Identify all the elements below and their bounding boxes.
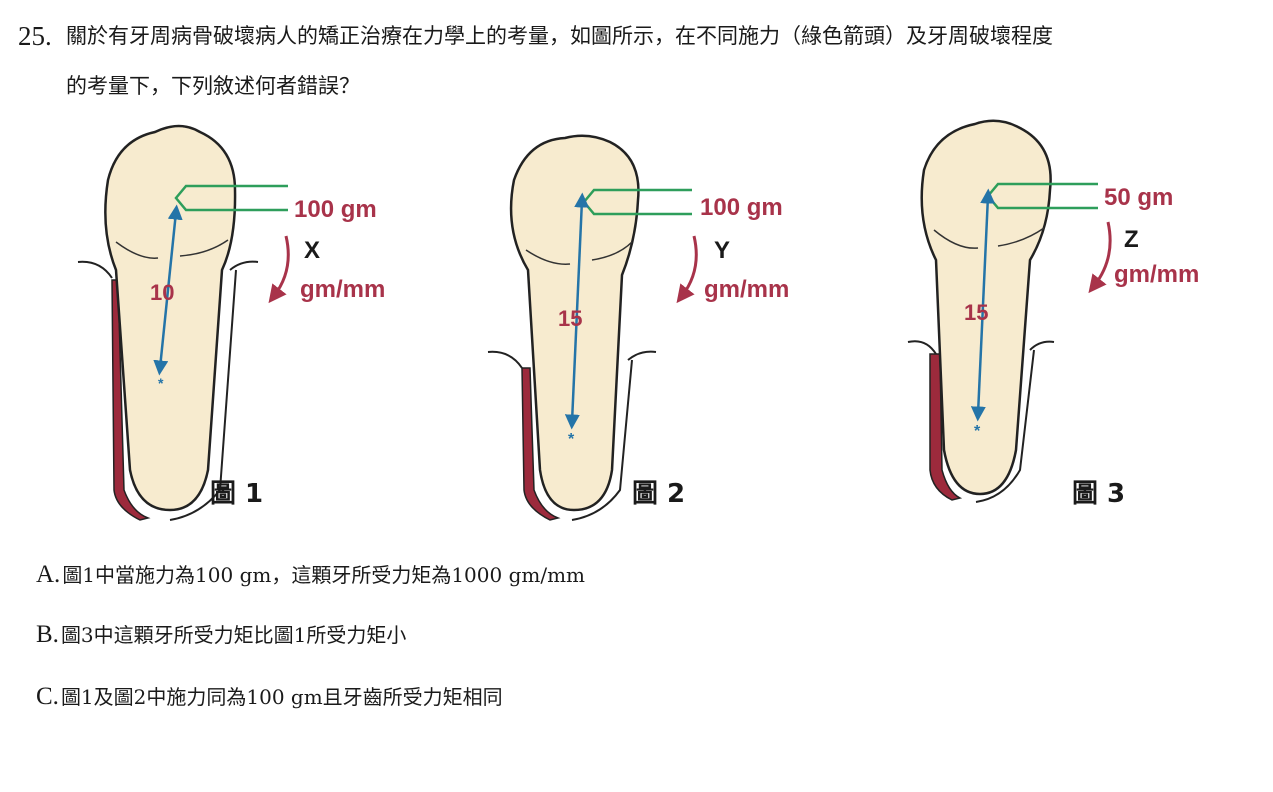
option-text: 圖3中這顆牙所受力矩比圖1所受力矩小 bbox=[60, 623, 407, 647]
question-number: 25. bbox=[18, 21, 52, 51]
question-stem-line1: 關於有牙周病骨破壞病人的矯正治療在力學上的考量，如圖所示，在不同施力（綠色箭頭）… bbox=[66, 24, 1053, 48]
option-text: 圖1及圖2中施力同為100 gm且牙齒所受力矩相同 bbox=[60, 685, 503, 709]
figure-2-drawing bbox=[487, 134, 657, 521]
figure-1-drawing bbox=[77, 124, 259, 521]
option-text: 圖1中當施力為100 gm，這顆牙所受力矩為1000 gm/mm bbox=[62, 563, 586, 587]
option-label: C. bbox=[36, 683, 59, 710]
figure-2 bbox=[470, 110, 870, 530]
option-c[interactable]: C.圖1及圖2中施力同為100 gm且牙齒所受力矩相同 bbox=[36, 682, 503, 712]
option-label: A. bbox=[36, 561, 61, 588]
option-a[interactable]: A.圖1中當施力為100 gm，這顆牙所受力矩為1000 gm/mm bbox=[36, 560, 585, 590]
figure-3-drawing bbox=[907, 119, 1055, 503]
option-label: B. bbox=[36, 621, 59, 648]
question-stem-line2: 的考量下，下列敘述何者錯誤？ bbox=[66, 74, 360, 98]
figure-1 bbox=[60, 110, 460, 530]
option-b[interactable]: B.圖3中這顆牙所受力矩比圖1所受力矩小 bbox=[36, 620, 406, 650]
figure-3 bbox=[880, 110, 1273, 530]
